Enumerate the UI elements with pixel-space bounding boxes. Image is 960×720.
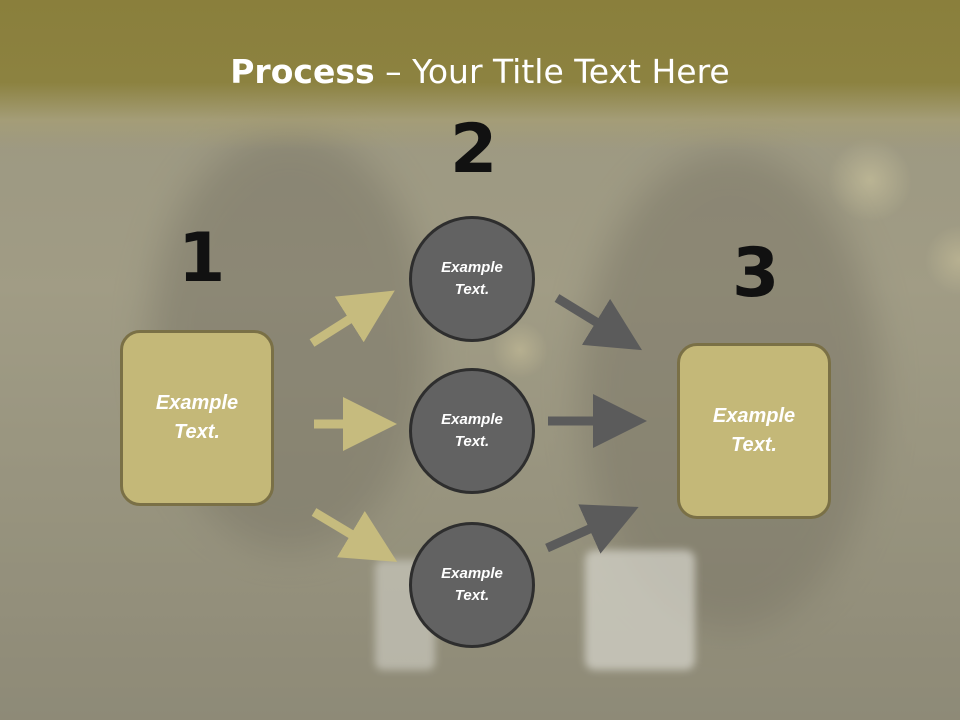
background-cup [585,550,695,670]
right-text-box: Example Text. [677,343,831,519]
title-bar [0,0,960,150]
arrow-gold-down [311,508,398,562]
step-number-1: 1 [178,219,226,298]
circle-middle: Example Text. [409,368,535,494]
step-number-2: 2 [450,110,498,189]
slide-title: Process – Your Title Text Here [0,52,960,91]
title-bold: Process [230,52,375,91]
title-rest: – Your Title Text Here [374,52,730,91]
left-text-box: Example Text. [120,330,274,506]
arrow-gray-up [545,504,639,554]
circle-top: Example Text. [409,216,535,342]
step-number-3: 3 [732,234,780,313]
arrow-gold-up [309,290,395,347]
circle-bottom: Example Text. [409,522,535,648]
arrow-gray-down [554,294,643,351]
